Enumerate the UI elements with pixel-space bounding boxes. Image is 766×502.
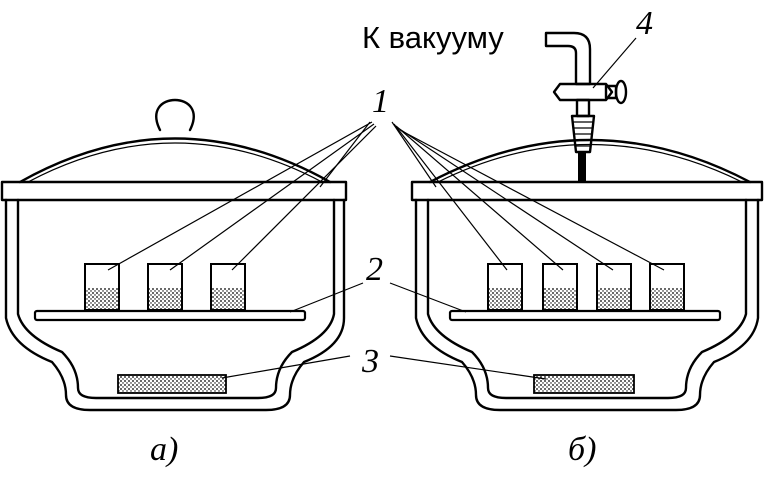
cup-b-2 <box>542 263 578 311</box>
cup-b-3 <box>596 263 632 311</box>
cup-a-1 <box>84 263 120 311</box>
label-3: 3 <box>361 343 379 380</box>
cup-a-3 <box>210 263 246 311</box>
cup-b-1 <box>487 263 523 311</box>
leader-line-4 <box>592 37 637 89</box>
panel-label-b: б) <box>568 431 596 468</box>
vacuum-label: К вакууму <box>362 20 504 55</box>
lid-rim-b <box>410 180 764 202</box>
leader-lines-1 <box>107 121 665 271</box>
lid-a-inner <box>27 142 323 183</box>
body-a-inner <box>16 198 336 400</box>
shelf-plate-a <box>33 309 307 322</box>
lid-a <box>18 137 332 184</box>
desiccator-a <box>0 98 348 412</box>
leader-lines-2 <box>289 282 467 313</box>
label-4: 4 <box>636 5 653 42</box>
panel-label-a: а) <box>150 431 178 468</box>
cup-a-2 <box>147 263 183 311</box>
shelf-plate-b <box>448 309 722 322</box>
desiccator-b <box>410 31 764 412</box>
cups-a <box>84 263 246 311</box>
vacuum-tap <box>544 31 628 182</box>
cups-b <box>487 263 685 311</box>
lid-rim-a <box>0 180 348 202</box>
body-a-outer <box>4 198 346 412</box>
desiccant-a <box>117 374 227 394</box>
label-2: 2 <box>366 251 383 288</box>
label-1: 1 <box>372 83 389 120</box>
desiccant-b <box>533 374 635 394</box>
cup-b-4 <box>649 263 685 311</box>
leader-lines-3 <box>221 355 547 380</box>
lid-knob-a <box>155 98 195 132</box>
body-b-inner <box>426 198 748 400</box>
body-b-outer <box>414 198 760 412</box>
